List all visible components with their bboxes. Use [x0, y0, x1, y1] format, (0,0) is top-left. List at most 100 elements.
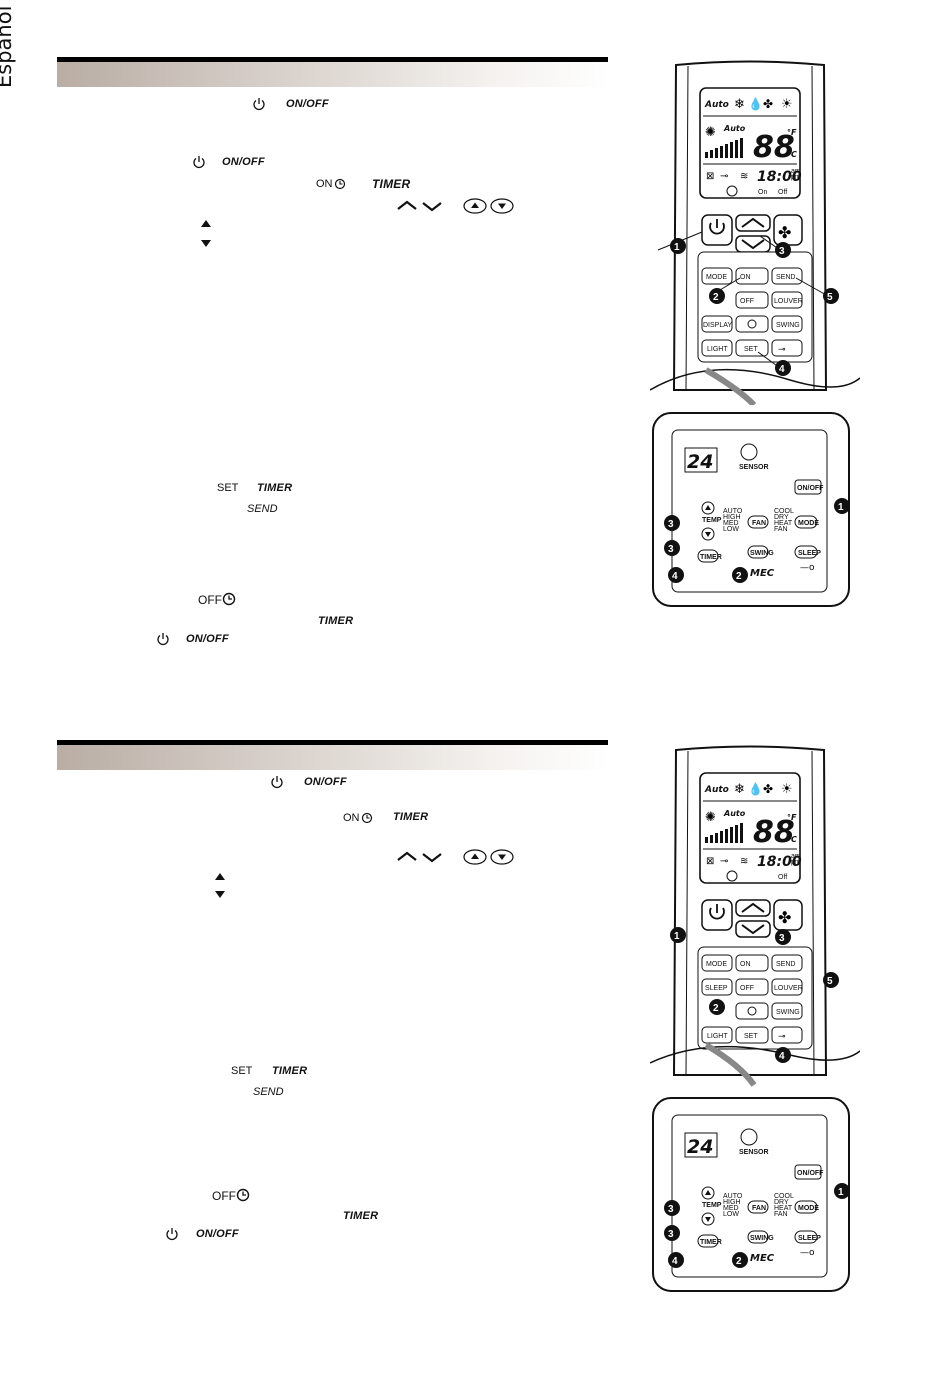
- svg-text:LIGHT: LIGHT: [707, 346, 728, 353]
- svg-text:2: 2: [736, 1256, 742, 1267]
- section2-heading-band: [57, 745, 608, 770]
- language-tab: Español: [0, 5, 16, 88]
- callout-4: 4: [775, 1047, 791, 1063]
- svg-text:4: 4: [672, 1256, 678, 1267]
- timer-label: TIMER: [372, 177, 411, 191]
- svg-text:—o: —o: [800, 1248, 815, 1258]
- callout-4: 4: [668, 567, 684, 583]
- svg-text:4: 4: [779, 364, 785, 375]
- arrow-down-icon: [215, 891, 225, 898]
- svg-text:HEAT: HEAT: [774, 1205, 793, 1212]
- up-down-arrows-icon: [397, 200, 442, 212]
- svg-text:SET: SET: [744, 346, 758, 353]
- svg-text:SENSOR: SENSOR: [739, 1149, 769, 1156]
- fan-icon: ✤: [778, 908, 791, 927]
- svg-text:SWING: SWING: [776, 1009, 800, 1016]
- section1-top-rule: [57, 57, 608, 62]
- sleep-face-icon: [726, 185, 738, 197]
- svg-text:1: 1: [838, 1187, 844, 1198]
- svg-text:COOL: COOL: [774, 508, 794, 515]
- svg-text:3: 3: [668, 519, 674, 530]
- on-label: ON: [316, 178, 333, 190]
- section1-heading-band: [57, 62, 608, 87]
- on-off-label: ON/OFF: [186, 633, 229, 645]
- power-icon: [193, 156, 205, 169]
- round-arrow-buttons-icon: [463, 198, 514, 214]
- svg-text:Off: Off: [778, 189, 787, 196]
- clock-icon: [236, 1188, 250, 1202]
- svg-text:pm: pm: [791, 174, 801, 181]
- callout-3b: 3: [664, 1225, 680, 1241]
- svg-text:OFF: OFF: [740, 298, 754, 305]
- callout-3: 3: [775, 929, 791, 945]
- callout-4: 4: [668, 1252, 684, 1268]
- callout-1: 1: [834, 498, 850, 514]
- svg-text:SLEEP: SLEEP: [705, 985, 728, 992]
- timer-label: TIMER: [318, 615, 354, 627]
- fan-speed-icon: ✺: [705, 810, 716, 825]
- svg-text:°C: °C: [787, 835, 797, 844]
- arrow-up-icon: [215, 873, 225, 880]
- clock-icon: [361, 812, 373, 824]
- svg-text:°F: °F: [787, 813, 797, 822]
- key-icon: ⊸: [720, 171, 728, 182]
- callout-3: 3: [664, 515, 680, 531]
- lcd-fan-auto: Auto: [723, 124, 746, 133]
- svg-text:MODE: MODE: [798, 1205, 819, 1212]
- callout-1: 1: [670, 927, 686, 943]
- section2-top-rule: [57, 740, 608, 745]
- sensor-icon: [740, 1128, 758, 1146]
- round-arrow-buttons-icon: [463, 849, 514, 865]
- svg-text:1: 1: [674, 931, 680, 942]
- svg-text:SWING: SWING: [750, 1235, 774, 1242]
- svg-text:HIGH: HIGH: [723, 1199, 741, 1206]
- svg-text:3: 3: [668, 1229, 674, 1240]
- power-icon: [166, 1228, 178, 1241]
- svg-text:2: 2: [713, 1003, 719, 1014]
- svg-text:SWING: SWING: [750, 550, 774, 557]
- arrow-up-icon: [201, 220, 211, 227]
- svg-text:TIMER: TIMER: [700, 554, 722, 561]
- callout-2: 2: [732, 1252, 748, 1268]
- clock-icon: [334, 178, 346, 190]
- svg-text:MEC: MEC: [750, 568, 775, 579]
- power-icon: [253, 98, 265, 111]
- svg-text:COOL: COOL: [774, 1193, 794, 1200]
- remote-control-illustration-2: Auto ❄ 💧 ✤ ☀ ✺ Auto 88 °F °C ⊠ ⊸ ≋ 18:00…: [650, 745, 860, 1087]
- svg-text:LOW: LOW: [723, 526, 739, 533]
- svg-text:MODE: MODE: [706, 274, 727, 281]
- on-off-label: ON/OFF: [196, 1228, 239, 1240]
- lcd-auto: Auto: [704, 100, 729, 110]
- svg-text:MODE: MODE: [706, 961, 727, 968]
- svg-text:1: 1: [674, 242, 680, 253]
- send-label: SEND: [247, 503, 278, 515]
- callout-5: 5: [795, 277, 839, 304]
- on-off-label: ON/OFF: [304, 776, 347, 788]
- arrow-down-icon: [201, 240, 211, 247]
- lcd-temperature: 88: [753, 130, 795, 165]
- up-down-arrows-icon: [397, 851, 442, 863]
- svg-text:ON/OFF: ON/OFF: [797, 485, 824, 492]
- callout-2: 2: [709, 277, 741, 304]
- sun-icon: ☀: [781, 97, 793, 112]
- svg-text:Auto: Auto: [723, 809, 746, 818]
- svg-text:Off: Off: [778, 874, 787, 881]
- callout-2: 2: [732, 567, 748, 583]
- svg-text:2: 2: [713, 292, 719, 303]
- callout-3: 3: [664, 1200, 680, 1216]
- fan-icon: ✤: [763, 97, 773, 111]
- down-button: [735, 235, 771, 253]
- svg-text:4: 4: [779, 1051, 785, 1062]
- timer-label: TIMER: [393, 811, 429, 823]
- svg-text:5: 5: [827, 292, 833, 303]
- callout-3b: 3: [664, 540, 680, 556]
- fan-speed-bars: [705, 138, 743, 158]
- svg-text:24: 24: [687, 1136, 713, 1158]
- remote-control-illustration-1: Auto ❄ 💧 ✤ ☀ ✺ Auto 88 °F °C ⊠ ⊸ ≋ 18:00…: [650, 60, 860, 405]
- svg-text:SWING: SWING: [776, 322, 800, 329]
- svg-text:ON/OFF: ON/OFF: [797, 1170, 824, 1177]
- svg-text:LOUVER: LOUVER: [774, 298, 803, 305]
- svg-text:Auto: Auto: [704, 785, 729, 795]
- snowflake-icon: ❄: [734, 782, 745, 797]
